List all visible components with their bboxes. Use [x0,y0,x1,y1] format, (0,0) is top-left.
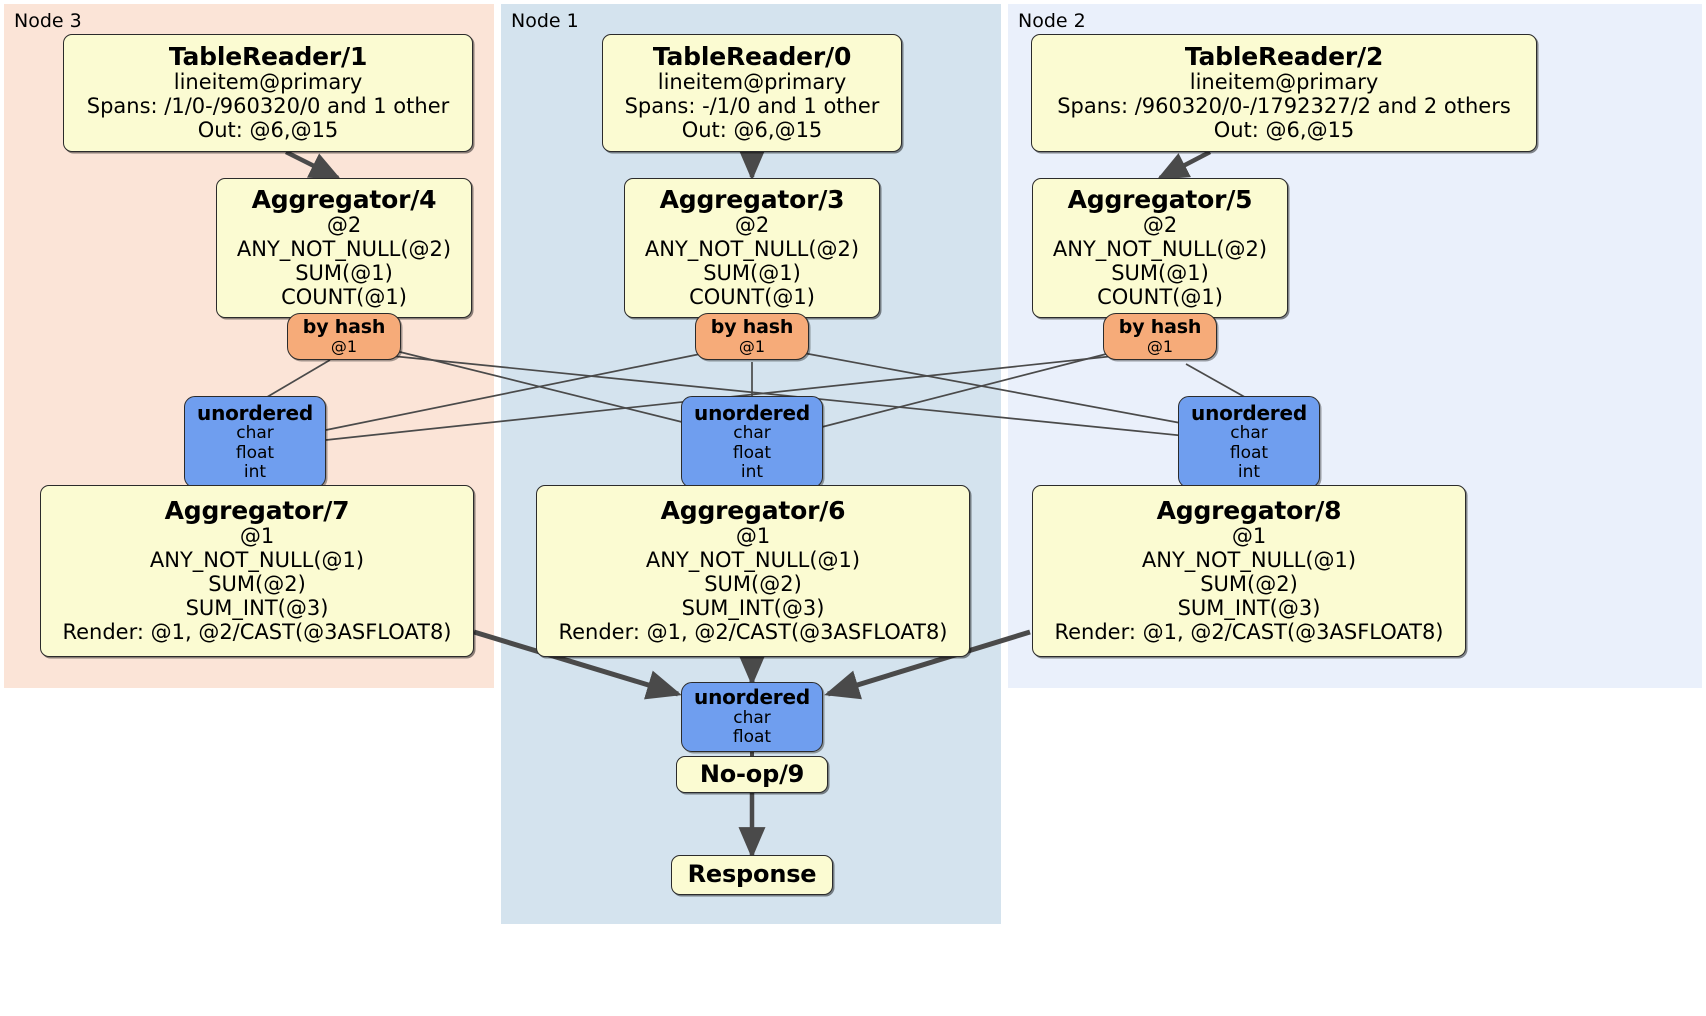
panel-node-2-label: Node 2 [1018,10,1086,32]
node-line: COUNT(@1) [689,285,815,310]
node-line: Spans: /960320/0-/1792327/2 and 2 others [1057,94,1511,119]
node-line: SUM(@1) [1111,261,1209,286]
node-line: @1 [735,524,771,549]
router-by-hash-right[interactable]: by hash @1 [1103,313,1217,360]
router-line: @1 [738,337,766,357]
node-line: ANY_NOT_NULL(@1) [645,548,861,573]
sync-line: char [733,423,771,444]
sync-unordered-right[interactable]: unordered char float int [1178,396,1320,488]
router-title: by hash [710,315,794,338]
sync-line: char [236,423,274,444]
router-title: by hash [302,315,386,338]
node-line: SUM_INT(@3) [1177,596,1321,621]
node-line: SUM(@2) [704,572,802,597]
router-by-hash-center[interactable]: by hash @1 [695,313,809,360]
node-line: lineitem@primary [173,70,363,95]
node-line: Render: @1, @2/CAST(@3ASFLOAT8) [558,620,948,645]
node-title: Aggregator/5 [1067,184,1253,214]
node-line: Out: @6,@15 [197,118,339,143]
node-line: Out: @6,@15 [681,118,823,143]
node-line: SUM(@1) [295,261,393,286]
sync-line: float [235,442,275,463]
node-line: COUNT(@1) [1097,285,1223,310]
sync-title: unordered [694,685,810,710]
node-title: Aggregator/4 [251,184,437,214]
node-tablereader-2[interactable]: TableReader/2 lineitem@primary Spans: /9… [1031,34,1537,152]
sync-line: int [740,462,764,483]
sync-unordered-final[interactable]: unordered char float [681,682,823,752]
node-line: Render: @1, @2/CAST(@3ASFLOAT8) [62,620,452,645]
node-aggregator-6[interactable]: Aggregator/6 @1 ANY_NOT_NULL(@1) SUM(@2)… [536,485,970,657]
node-line: lineitem@primary [1189,70,1379,95]
node-title: Aggregator/7 [164,495,350,525]
node-aggregator-7[interactable]: Aggregator/7 @1 ANY_NOT_NULL(@1) SUM(@2)… [40,485,474,657]
node-aggregator-8[interactable]: Aggregator/8 @1 ANY_NOT_NULL(@1) SUM(@2)… [1032,485,1466,657]
sync-line: float [732,442,772,463]
node-line: ANY_NOT_NULL(@1) [1141,548,1357,573]
node-title: Aggregator/8 [1156,495,1342,525]
sync-title: unordered [694,400,810,425]
node-tablereader-0[interactable]: TableReader/0 lineitem@primary Spans: -/… [602,34,902,152]
node-line: SUM(@2) [1200,572,1298,597]
node-title: TableReader/2 [1184,41,1384,71]
node-line: Out: @6,@15 [1213,118,1355,143]
node-line: SUM_INT(@3) [681,596,825,621]
sync-line: char [1230,423,1268,444]
sync-line: float [732,727,772,748]
node-response[interactable]: Response [671,855,833,895]
node-title: TableReader/1 [168,41,368,71]
node-aggregator-4[interactable]: Aggregator/4 @2 ANY_NOT_NULL(@2) SUM(@1)… [216,178,472,318]
node-title: TableReader/0 [652,41,852,71]
sync-title: unordered [197,400,313,425]
router-title: by hash [1118,315,1202,338]
node-line: SUM_INT(@3) [185,596,329,621]
node-line: Spans: -/1/0 and 1 other [624,94,880,119]
sync-line: int [243,462,267,483]
panel-node-1-label: Node 1 [511,10,579,32]
node-title: Aggregator/6 [660,495,846,525]
node-line: ANY_NOT_NULL(@1) [149,548,365,573]
node-line: Spans: /1/0-/960320/0 and 1 other [86,94,450,119]
node-line: lineitem@primary [657,70,847,95]
node-title: No-op/9 [699,759,805,788]
sync-unordered-center[interactable]: unordered char float int [681,396,823,488]
node-line: SUM(@1) [703,261,801,286]
node-line: ANY_NOT_NULL(@2) [236,237,452,262]
panel-node-3-label: Node 3 [14,10,82,32]
sync-line: int [1237,462,1261,483]
node-line: @2 [326,213,362,238]
node-line: Render: @1, @2/CAST(@3ASFLOAT8) [1054,620,1444,645]
node-aggregator-5[interactable]: Aggregator/5 @2 ANY_NOT_NULL(@2) SUM(@1)… [1032,178,1288,318]
router-line: @1 [1146,337,1174,357]
router-line: @1 [330,337,358,357]
router-by-hash-left[interactable]: by hash @1 [287,313,401,360]
sync-line: char [733,708,771,729]
sync-unordered-left[interactable]: unordered char float int [184,396,326,488]
node-line: @1 [1231,524,1267,549]
node-line: ANY_NOT_NULL(@2) [644,237,860,262]
node-line: @2 [734,213,770,238]
node-line: COUNT(@1) [281,285,407,310]
node-no-op-9[interactable]: No-op/9 [676,756,828,793]
node-line: ANY_NOT_NULL(@2) [1052,237,1268,262]
node-aggregator-3[interactable]: Aggregator/3 @2 ANY_NOT_NULL(@2) SUM(@1)… [624,178,880,318]
node-line: SUM(@2) [208,572,306,597]
node-line: @2 [1142,213,1178,238]
node-line: @1 [239,524,275,549]
node-title: Response [687,860,817,889]
node-tablereader-1[interactable]: TableReader/1 lineitem@primary Spans: /1… [63,34,473,152]
sync-title: unordered [1191,400,1307,425]
sync-line: float [1229,442,1269,463]
node-title: Aggregator/3 [659,184,845,214]
